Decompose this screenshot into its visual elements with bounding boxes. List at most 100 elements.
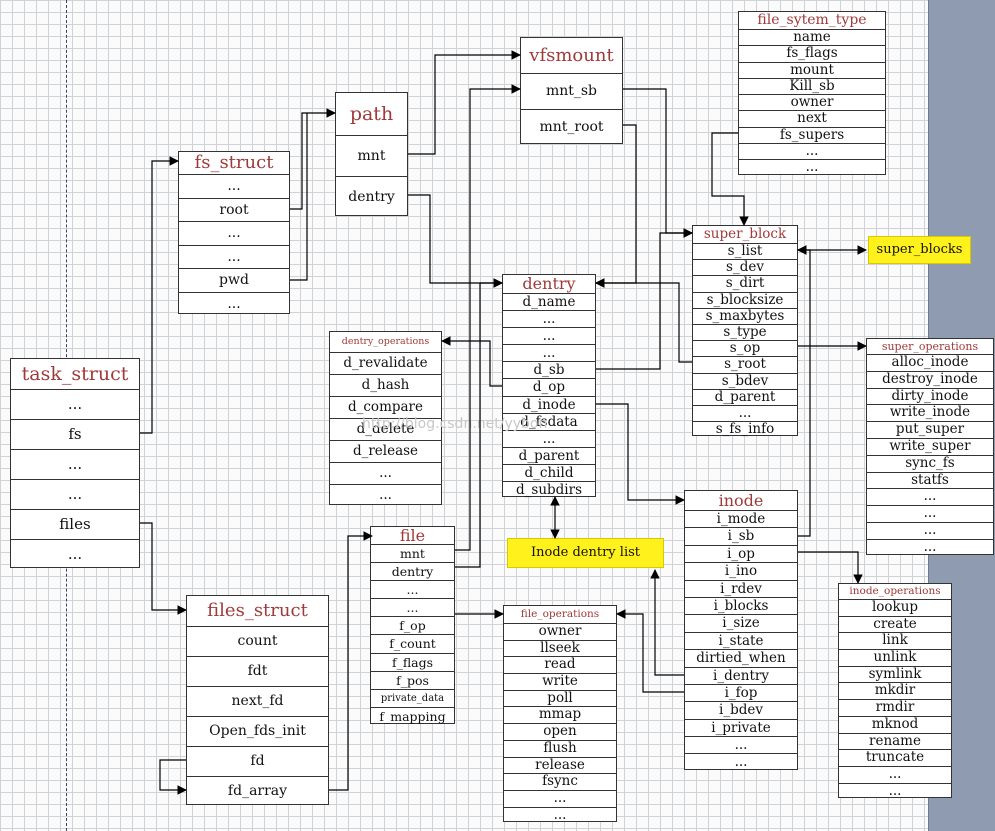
field-d-compare: d_compare: [330, 396, 441, 418]
struct-title: file_sytem_type: [757, 12, 867, 28]
field-i-op: i_op: [685, 544, 797, 562]
field-create: create: [839, 615, 951, 633]
struct-title: path: [349, 103, 394, 125]
field-put-super: put_super: [867, 421, 993, 438]
field-d-name: d_name: [503, 293, 595, 310]
field-Open-fds-init: Open_fds_init: [187, 716, 328, 746]
field-fsync: fsync: [504, 773, 616, 790]
field-mnt: mnt: [371, 544, 454, 562]
field-d-op: d_op: [503, 378, 595, 395]
field-s-dev: s_dev: [693, 259, 797, 275]
struct-task-struct: task_struct...fs......files...: [10, 358, 140, 568]
field-private-data: private_data: [371, 688, 454, 707]
struct-fs-struct: fs_struct...root......pwd...: [178, 151, 290, 314]
field-d-release: d_release: [330, 440, 441, 462]
field-i-fop: i_fop: [685, 683, 797, 701]
struct-title: inode: [718, 491, 764, 510]
field-poll: poll: [504, 689, 616, 707]
field-i-mode: i_mode: [685, 510, 797, 527]
field-i-sb: i_sb: [685, 527, 797, 544]
field-Kill-sb: Kill_sb: [739, 77, 885, 94]
field-ellipsis: ...: [330, 484, 441, 506]
field-i-ino: i_ino: [685, 562, 797, 579]
struct-title: fs_struct: [194, 152, 274, 173]
field-mnt-root: mnt_root: [521, 109, 622, 145]
field-ellipsis: ...: [330, 462, 441, 484]
field-ellipsis: ...: [11, 479, 139, 509]
struct-title: file_operations: [520, 608, 600, 620]
field-fs-supers: fs_supers: [739, 126, 885, 143]
field-ellipsis: ...: [371, 580, 454, 598]
field-ellipsis: ...: [371, 598, 454, 616]
field-s-maxbytes: s_maxbytes: [693, 307, 797, 324]
field-link: link: [839, 632, 951, 649]
field-s-op: s_op: [693, 340, 797, 356]
field-f-pos: f_pos: [371, 670, 454, 689]
field-s-list: s_list: [693, 243, 797, 259]
field-dentry: dentry: [371, 562, 454, 580]
field-write-super: write_super: [867, 437, 993, 455]
field-s-fs-info: s_fs_info: [693, 421, 797, 437]
field-release: release: [504, 756, 616, 774]
field-s-blocksize: s_blocksize: [693, 291, 797, 308]
field-fs-flags: fs_flags: [739, 45, 885, 61]
field-d-revalidate: d_revalidate: [330, 352, 441, 374]
watermark: http://blog.csdn.net/yybon: [362, 416, 548, 432]
field-sync-fs: sync_fs: [867, 454, 993, 472]
field-ellipsis: ...: [179, 174, 289, 198]
field-truncate: truncate: [839, 749, 951, 766]
field-fs: fs: [11, 419, 139, 449]
field-mount: mount: [739, 61, 885, 78]
field-unlink: unlink: [839, 649, 951, 666]
field-ellipsis: ...: [11, 539, 139, 569]
field-d-inode: d_inode: [503, 395, 595, 413]
field-ellipsis: ...: [504, 806, 616, 824]
field-next: next: [739, 110, 885, 126]
field-statfs: statfs: [867, 471, 993, 489]
field-dentry: dentry: [336, 176, 407, 217]
struct-title: dentry: [522, 275, 576, 293]
field-ellipsis: ...: [503, 310, 595, 327]
field-ellipsis: ...: [503, 344, 595, 361]
field-ellipsis: ...: [867, 538, 993, 556]
field-ellipsis: ...: [11, 449, 139, 479]
field-ellipsis: ...: [839, 782, 951, 800]
field-root: root: [179, 197, 289, 222]
field-i-rdev: i_rdev: [685, 579, 797, 597]
field-open: open: [504, 723, 616, 740]
struct-title: file: [399, 527, 426, 544]
super-blocks-label: super_blocks: [868, 236, 971, 264]
field-owner: owner: [739, 94, 885, 110]
field-ellipsis: ...: [179, 221, 289, 245]
field-f-count: f_count: [371, 634, 454, 652]
field-files: files: [11, 509, 139, 539]
field-ellipsis: ...: [685, 736, 797, 753]
field-f-flags: f_flags: [371, 652, 454, 671]
struct-title: super_block: [703, 226, 787, 242]
field-lookup: lookup: [839, 599, 951, 616]
field-alloc-inode: alloc_inode: [867, 354, 993, 371]
field-f-mapping: f_mapping: [371, 706, 454, 725]
field-ellipsis: ...: [693, 404, 797, 421]
struct-title: super_operations: [881, 340, 979, 353]
field-ellipsis: ...: [179, 291, 289, 316]
struct-title: dentry_operations: [341, 336, 430, 347]
field-d-parent: d_parent: [693, 388, 797, 405]
field-name: name: [739, 29, 885, 45]
field-i-private: i_private: [685, 718, 797, 736]
struct-title: task_struct: [21, 363, 129, 385]
field-d-delete: d_delete: [330, 418, 441, 440]
field-count: count: [187, 626, 328, 656]
field-mmap: mmap: [504, 706, 616, 723]
field-llseek: llseek: [504, 639, 616, 657]
field-ellipsis: ...: [685, 753, 797, 770]
field-write: write: [504, 673, 616, 690]
